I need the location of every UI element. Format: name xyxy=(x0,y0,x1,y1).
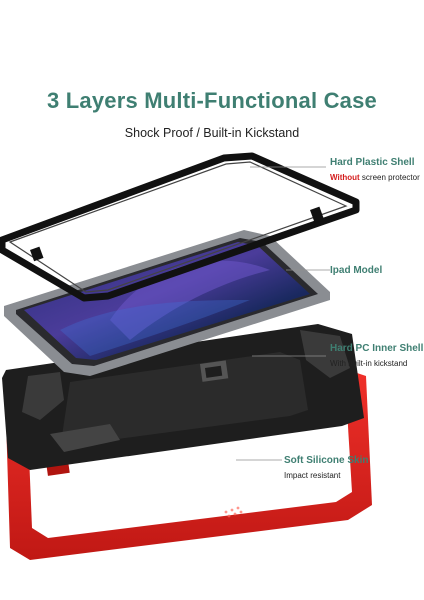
hard-shell-layer xyxy=(0,152,360,302)
page-subtitle: Shock Proof / Built-in Kickstand xyxy=(124,126,300,140)
case-layers-illustration xyxy=(0,152,372,560)
tablet-layer xyxy=(4,230,330,376)
layer-label-ipad: Ipad Model xyxy=(330,265,382,280)
layer-note: Impact resistant xyxy=(284,471,341,480)
layer-label-inner-shell: Hard PC Inner Shell With built-in kickst… xyxy=(330,343,423,369)
highlight-word: Without xyxy=(330,173,360,182)
layer-title: Soft Silicone Skin xyxy=(284,455,369,466)
layer-note: screen protector xyxy=(359,173,420,182)
layer-note: With built-in kickstand xyxy=(330,359,408,368)
layer-title: Hard Plastic Shell xyxy=(330,157,415,168)
layer-label-silicone: Soft Silicone Skin Impact resistant xyxy=(284,455,368,481)
layer-label-hard-shell: Hard Plastic Shell Without screen protec… xyxy=(330,157,420,183)
layer-title: Ipad Model xyxy=(330,265,383,276)
page-title: 3 Layers Multi-Functional Case xyxy=(47,88,377,113)
leader-lines xyxy=(236,166,330,461)
layer-title: Hard PC Inner Shell xyxy=(330,343,424,354)
